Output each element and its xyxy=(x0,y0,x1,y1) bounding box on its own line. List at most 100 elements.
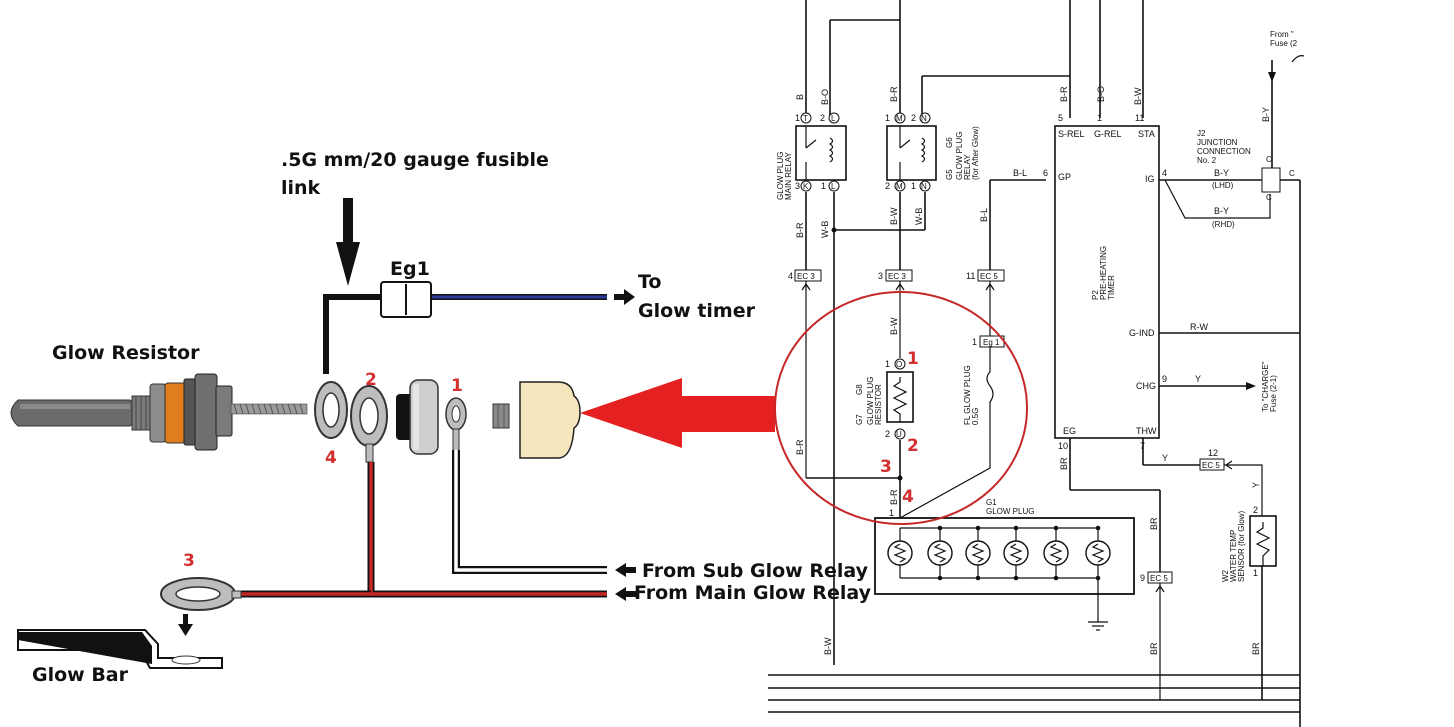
fusible-link-label: .5G mm/20 gauge fusible xyxy=(281,149,549,171)
svg-text:B-R: B-R xyxy=(889,489,899,505)
svg-text:N: N xyxy=(921,182,927,191)
ring-terminal-4 xyxy=(314,381,348,439)
svg-text:G1: G1 xyxy=(986,498,997,507)
svg-text:G5: G5 xyxy=(945,169,954,180)
svg-text:From ": From " xyxy=(1270,30,1294,39)
svg-text:B-R: B-R xyxy=(1059,86,1069,102)
svg-text:EC 3: EC 3 xyxy=(888,272,906,281)
svg-text:G-IND: G-IND xyxy=(1129,328,1155,338)
svg-text:10: 10 xyxy=(1058,441,1068,451)
svg-text:2: 2 xyxy=(911,113,916,123)
left-arrow-icon xyxy=(615,563,636,601)
sch-callout-2: 2 xyxy=(907,436,919,456)
svg-text:BR: BR xyxy=(1149,642,1159,655)
small-nut xyxy=(492,403,510,429)
svg-text:2: 2 xyxy=(1253,505,1258,515)
svg-text:EG: EG xyxy=(1063,426,1076,436)
glow-plug-element xyxy=(1043,525,1069,581)
svg-text:EC 5: EC 5 xyxy=(1150,574,1168,583)
svg-text:12: 12 xyxy=(1208,448,1218,458)
callout-3: 3 xyxy=(183,551,195,571)
svg-text:3: 3 xyxy=(878,271,883,281)
svg-text:0.5G: 0.5G xyxy=(971,408,980,425)
svg-text:1: 1 xyxy=(885,113,890,123)
svg-text:O: O xyxy=(896,360,902,369)
svg-text:3: 3 xyxy=(795,181,800,191)
ring-terminal-1 xyxy=(445,397,467,452)
svg-text:G8: G8 xyxy=(855,384,864,395)
left-illustration: .5G mm/20 gauge fusible link Eg1 To Glow… xyxy=(10,149,872,686)
svg-text:2: 2 xyxy=(820,113,825,123)
svg-text:B-R: B-R xyxy=(795,222,805,238)
ring-terminal-2 xyxy=(350,385,388,463)
svg-text:C: C xyxy=(1266,155,1272,164)
svg-text:N: N xyxy=(921,114,927,123)
right-arrow-icon xyxy=(614,289,635,305)
svg-text:C: C xyxy=(1266,193,1272,202)
svg-text:4: 4 xyxy=(788,271,793,281)
svg-text:J2: J2 xyxy=(1197,129,1206,138)
svg-text:1: 1 xyxy=(885,359,890,369)
glow-plug-element xyxy=(1003,525,1029,581)
ring-terminal-3 xyxy=(160,577,242,611)
svg-text:G7: G7 xyxy=(855,414,864,425)
svg-text:S-REL: S-REL xyxy=(1058,129,1085,139)
svg-text:6: 6 xyxy=(1043,168,1048,178)
svg-text:U: U xyxy=(896,430,902,439)
svg-text:THW: THW xyxy=(1136,426,1157,436)
main-glow-relay-wire xyxy=(237,462,607,598)
glow-timer-label: Glow timer xyxy=(638,300,756,322)
svg-text:B-L: B-L xyxy=(1013,168,1027,178)
callout-2: 2 xyxy=(365,370,377,390)
svg-text:1: 1 xyxy=(889,508,894,518)
svg-text:GLOW PLUG: GLOW PLUG xyxy=(776,152,785,200)
svg-text:B-Y: B-Y xyxy=(1214,168,1229,178)
fusible-link-wire xyxy=(323,294,382,374)
water-temp-sensor: 2 1 W2 WATER TEMP SENSOR (for Glow) xyxy=(1221,505,1277,582)
glow-resistor-label: Glow Resistor xyxy=(52,342,200,364)
to-label: To xyxy=(638,271,662,293)
svg-text:(for After Glow): (for After Glow) xyxy=(971,126,980,180)
sch-callout-1: 1 xyxy=(907,349,919,369)
from-sub-glow-relay-label: From Sub Glow Relay xyxy=(642,560,869,582)
svg-text:GLOW PLUG: GLOW PLUG xyxy=(986,507,1034,516)
sch-callout-4: 4 xyxy=(902,487,914,507)
svg-text:R-W: R-W xyxy=(1190,322,1208,332)
eg1-label: Eg1 xyxy=(390,258,430,280)
svg-text:7: 7 xyxy=(1140,441,1145,451)
svg-text:IG: IG xyxy=(1145,174,1155,184)
svg-text:2: 2 xyxy=(885,181,890,191)
svg-text:L: L xyxy=(831,114,836,123)
nut xyxy=(396,379,439,455)
svg-text:B-W: B-W xyxy=(823,637,833,655)
svg-text:5: 5 xyxy=(1058,113,1063,123)
svg-text:BR: BR xyxy=(1149,517,1159,530)
svg-text:4: 4 xyxy=(1162,168,1167,178)
svg-text:STA: STA xyxy=(1138,129,1155,139)
svg-text:T: T xyxy=(803,114,808,123)
glow-bar-label: Glow Bar xyxy=(32,664,129,686)
svg-text:C: C xyxy=(1289,169,1295,178)
svg-text:K: K xyxy=(803,182,809,191)
svg-text:G6: G6 xyxy=(945,137,954,148)
svg-text:B-W: B-W xyxy=(1133,87,1143,105)
svg-text:1: 1 xyxy=(972,337,977,347)
glow-resistor xyxy=(10,373,308,451)
svg-text:GP: GP xyxy=(1058,172,1071,182)
svg-text:MAIN RELAY: MAIN RELAY xyxy=(784,151,793,200)
svg-text:B-R: B-R xyxy=(889,86,899,102)
svg-text:B-O: B-O xyxy=(820,89,830,105)
glow-plug-resistor: O 1 U 2 G7 G8 GLOW PLUG RESISTOR xyxy=(855,358,914,440)
svg-text:Y: Y xyxy=(1162,453,1168,463)
svg-text:L: L xyxy=(831,182,836,191)
svg-text:P2: P2 xyxy=(1091,290,1100,300)
sch-callout-3: 3 xyxy=(880,457,892,477)
down-arrow-icon xyxy=(336,198,360,286)
glow-plug-main-relay: 1 T 2 L K L 3 1 GLOW PLUG MAIN RELAY xyxy=(776,112,847,200)
svg-text:W2: W2 xyxy=(1221,569,1230,582)
svg-text:(RHD): (RHD) xyxy=(1212,220,1235,229)
svg-text:JUNCTION: JUNCTION xyxy=(1197,138,1238,147)
svg-text:W-B: W-B xyxy=(820,221,830,238)
svg-text:CONNECTION: CONNECTION xyxy=(1197,147,1251,156)
svg-text:RELAY: RELAY xyxy=(963,154,972,180)
